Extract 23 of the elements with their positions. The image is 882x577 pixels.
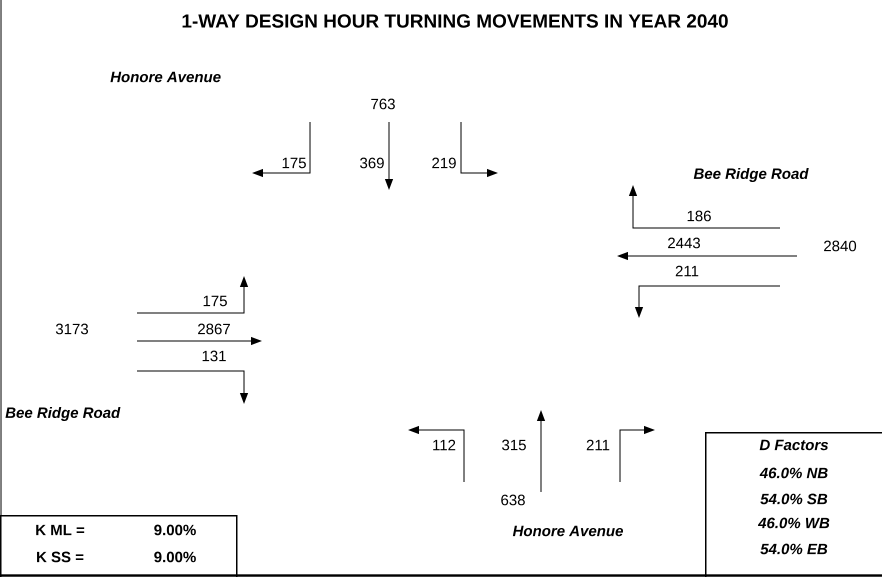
volume-number: 112 [433,440,456,450]
volume-number: 219 [432,158,456,168]
street-name: Bee Ridge Road [694,168,809,182]
volume-number: 3173 [56,324,88,334]
volume-number: 2443 [668,238,700,248]
volume-number: 315 [502,440,526,450]
volume-number: 131 [202,350,226,362]
k-factor-table: K ML = 9.00% K SS = 9.00% [0,514,238,577]
street-name: Honore Avenue [110,72,221,82]
street-name: Honore Avenue [512,526,623,536]
title: 1-WAY DESIGN HOUR TURNING MOVEMENTS IN YEAR 2040 [182,14,728,28]
volume-number: 186 [688,210,711,222]
volume-number: 763 [371,98,395,110]
volume-number: 211 [676,266,698,276]
street-name: Bee Ridge Road [5,407,120,421]
volume-number: 211 [586,440,610,450]
volume-number: 2867 [198,324,230,334]
volume-number: 369 [360,158,384,168]
volume-number: 2840 [824,240,856,252]
volume-number: 175 [204,296,227,306]
volume-number: 638 [501,494,525,506]
d-factor-table: D Factors 46.0% NB 54.0% SB 46.0% WB 54.0% EB [705,432,882,577]
volume-number: 175 [282,158,306,168]
